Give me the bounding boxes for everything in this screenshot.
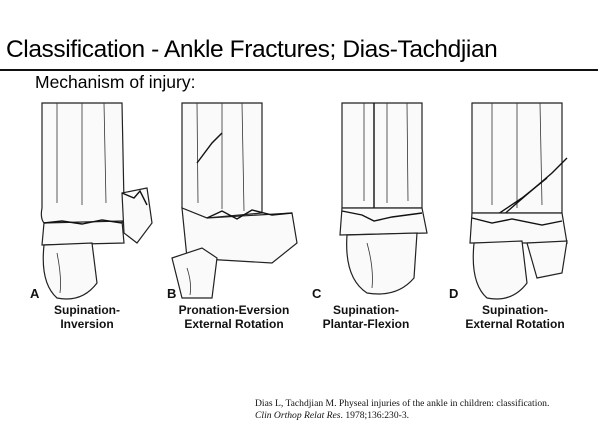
slide-title: Classification - Ankle Fractures; Dias-T… [6, 36, 497, 64]
panel-c-caption-line1: Supination- [306, 303, 426, 317]
panel-c-drawing [340, 103, 427, 294]
panel-d-caption-line1: Supination- [450, 303, 580, 317]
panel-c-caption-line2: Plantar-Flexion [306, 317, 426, 331]
panel-d-caption: Supination- External Rotation [450, 303, 580, 331]
panel-b-caption: Pronation-Eversion External Rotation [169, 303, 299, 331]
title-underline [0, 69, 598, 71]
panel-b-drawing [172, 103, 297, 298]
panel-d-letter: D [449, 286, 458, 301]
panel-a-caption-line1: Supination- [27, 303, 147, 317]
panel-a-caption: Supination- Inversion [27, 303, 147, 331]
panel-b-caption-line1: Pronation-Eversion [169, 303, 299, 317]
citation-details: . 1978;136:230-3. [341, 410, 410, 421]
panel-b-letter: B [167, 286, 176, 301]
citation-journal: Clin Orthop Relat Res [255, 410, 341, 421]
panel-d-drawing [470, 103, 567, 299]
panel-c-caption: Supination- Plantar-Flexion [306, 303, 426, 331]
panel-d-caption-line2: External Rotation [450, 317, 580, 331]
citation: Dias L, Tachdjian M. Physeal injuries of… [255, 398, 555, 421]
panel-b-caption-line2: External Rotation [169, 317, 299, 331]
panel-a-drawing [41, 103, 152, 299]
panel-c-letter: C [312, 286, 321, 301]
slide-subtitle: Mechanism of injury: [35, 72, 195, 93]
panel-a-letter: A [30, 286, 39, 301]
citation-text: Dias L, Tachdjian M. Physeal injuries of… [255, 398, 549, 409]
panel-a-caption-line2: Inversion [27, 317, 147, 331]
